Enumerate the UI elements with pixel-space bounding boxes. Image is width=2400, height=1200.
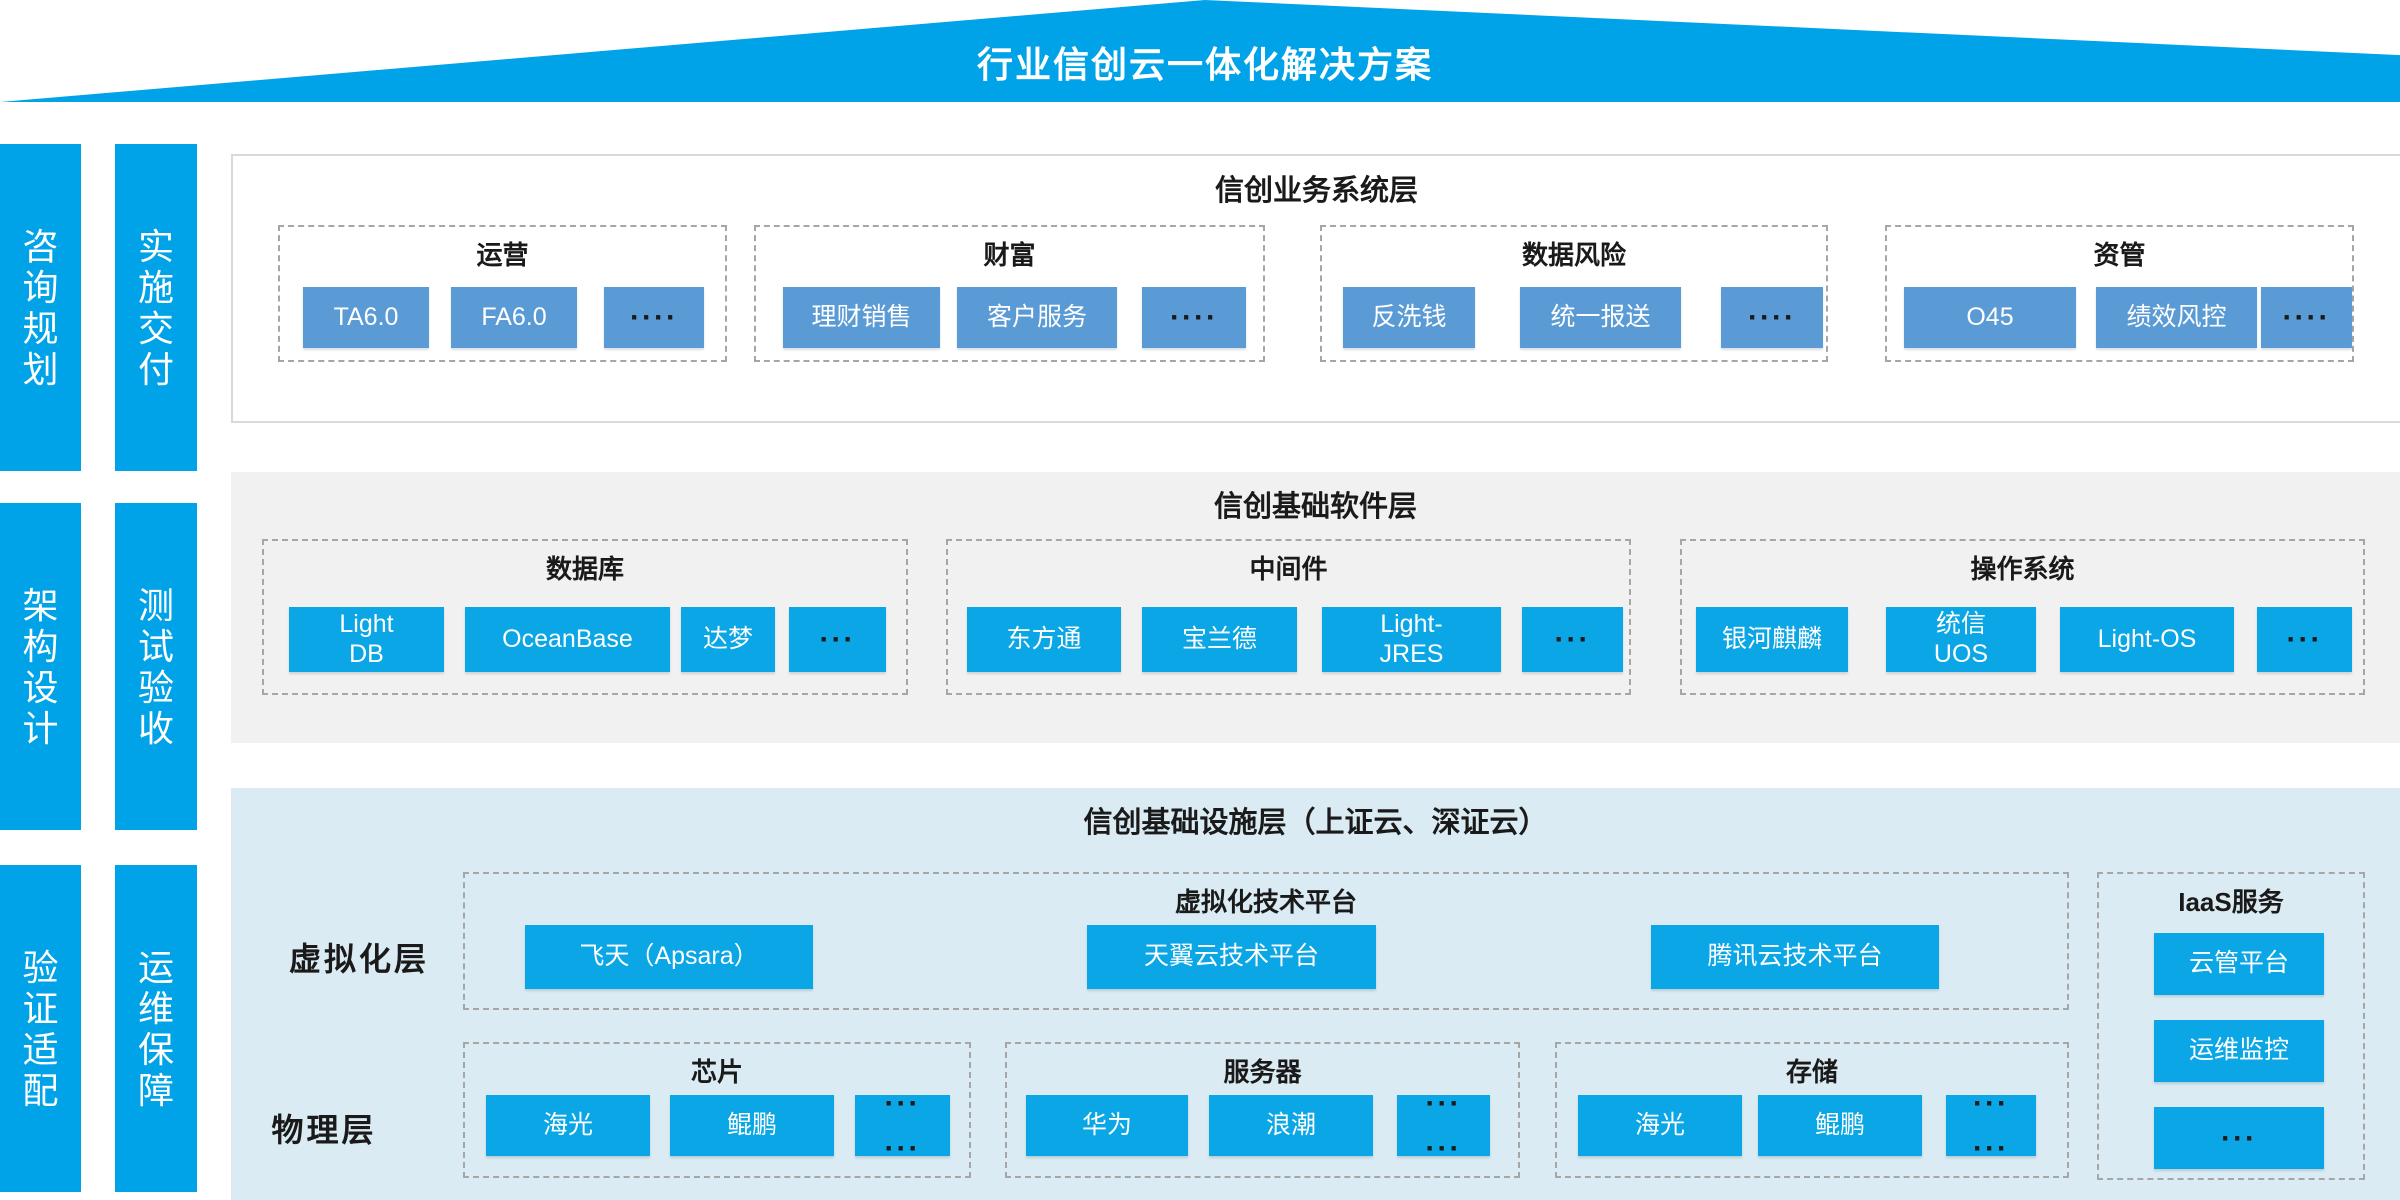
group-title: 服务器 xyxy=(1223,1057,1302,1087)
chip-anti-money-laundering: 反洗钱 xyxy=(1343,287,1475,348)
group-database: 数据库 Light DB OceanBase 达梦 ··· xyxy=(262,539,908,695)
panel-business-layer: 信创业务系统层 运营 TA6.0 FA6.0 ···· 财富 理财销售 客户服务… xyxy=(231,154,2400,423)
chip-more: ··· ··· xyxy=(1397,1087,1490,1165)
group-title: 操作系统 xyxy=(1970,554,2075,584)
group-title: 财富 xyxy=(983,240,1036,270)
group-title: 中间件 xyxy=(1249,554,1328,584)
software-layer-title: 信创基础软件层 xyxy=(1213,491,1417,523)
ribbon-label: 咨询规划 xyxy=(22,225,59,390)
chip-more: ··· xyxy=(1522,607,1623,672)
chip-tencent-cloud: 腾讯云技术平台 xyxy=(1651,925,1939,989)
panel-infrastructure-layer: 信创基础设施层（上证云、深证云） 虚拟化层 物理层 虚拟化技术平台 飞天（Aps… xyxy=(231,788,2400,1200)
chip-more: ···· xyxy=(2261,287,2352,348)
ribbon-label: 架构设计 xyxy=(22,584,59,749)
group-virtualization-platform: 虚拟化技术平台 飞天（Apsara） 天翼云技术平台 腾讯云技术平台 xyxy=(463,872,2069,1010)
ribbon-test-acceptance: 测试验收 xyxy=(115,503,197,830)
group-title: 资管 xyxy=(2093,240,2146,270)
group-wealth: 财富 理财销售 客户服务 ···· xyxy=(754,225,1265,362)
group-title: 虚拟化技术平台 xyxy=(1174,887,1357,917)
chip-lightdb: Light DB xyxy=(289,607,444,672)
group-chips: 芯片 海光 鲲鹏 ··· ··· xyxy=(463,1042,971,1178)
chip-light-jres: Light- JRES xyxy=(1322,607,1501,672)
chip-hygon: 海光 xyxy=(486,1095,650,1156)
chip-oceanbase: OceanBase xyxy=(465,607,670,672)
group-operations: 运营 TA6.0 FA6.0 ···· xyxy=(278,225,727,362)
chip-ops-monitoring: 运维监控 xyxy=(2154,1020,2324,1082)
chip-more: ···· xyxy=(1721,287,1823,348)
group-asset-management: 资管 O45 绩效风控 ···· xyxy=(1885,225,2354,362)
group-iaas-services: IaaS服务 云管平台 运维监控 ··· xyxy=(2097,872,2365,1180)
chip-huawei: 华为 xyxy=(1026,1095,1188,1156)
chip-hygon: 海光 xyxy=(1578,1095,1742,1156)
group-title: 运营 xyxy=(476,240,529,270)
chip-dameng: 达梦 xyxy=(681,607,775,672)
group-middleware: 中间件 东方通 宝兰德 Light- JRES ··· xyxy=(946,539,1631,695)
group-title: IaaS服务 xyxy=(2178,887,2284,917)
chip-light-os: Light-OS xyxy=(2060,607,2234,672)
chip-fa60: FA6.0 xyxy=(451,287,577,348)
group-title: 芯片 xyxy=(690,1057,743,1087)
chip-kunpeng: 鲲鹏 xyxy=(670,1095,834,1156)
ribbon-consulting-planning: 咨询规划 xyxy=(0,144,81,471)
group-title: 数据库 xyxy=(545,554,624,584)
chip-o45: O45 xyxy=(1904,287,2076,348)
chip-unified-reporting: 统一报送 xyxy=(1520,287,1681,348)
business-layer-title: 信创业务系统层 xyxy=(1214,175,1418,207)
ribbon-architecture-design: 架构设计 xyxy=(0,503,81,830)
physical-row-label: 物理层 xyxy=(271,1112,377,1148)
infrastructure-layer-title: 信创基础设施层（上证云、深证云） xyxy=(1083,807,1548,839)
chip-more: ··· xyxy=(2154,1107,2324,1169)
chip-performance-risk: 绩效风控 xyxy=(2096,287,2257,348)
chip-cloud-management: 云管平台 xyxy=(2154,933,2324,995)
chip-wealth-sales: 理财销售 xyxy=(783,287,940,348)
ribbon-label: 运维保障 xyxy=(138,946,175,1111)
chip-uos: 统信 UOS xyxy=(1886,607,2036,672)
chip-customer-service: 客户服务 xyxy=(957,287,1117,348)
chip-ta60: TA6.0 xyxy=(303,287,429,348)
ribbon-label: 验证适配 xyxy=(22,946,59,1111)
ribbon-validation-adaptation: 验证适配 xyxy=(0,865,81,1192)
chip-kunpeng: 鲲鹏 xyxy=(1758,1095,1922,1156)
chip-more: ··· xyxy=(789,607,886,672)
ribbon-ops-support: 运维保障 xyxy=(115,865,197,1192)
chip-more: ···· xyxy=(604,287,704,348)
panel-software-layer: 信创基础软件层 数据库 Light DB OceanBase 达梦 ··· 中间… xyxy=(231,472,2400,743)
chip-baolande: 宝兰德 xyxy=(1142,607,1297,672)
group-data-risk: 数据风险 反洗钱 统一报送 ···· xyxy=(1320,225,1828,362)
ribbon-implementation-delivery: 实施交付 xyxy=(115,144,197,471)
chip-more: ···· xyxy=(1142,287,1246,348)
chip-kylin: 银河麒麟 xyxy=(1696,607,1848,672)
banner-title: 行业信创云一体化解决方案 xyxy=(976,44,1434,85)
ribbon-label: 实施交付 xyxy=(138,225,175,390)
chip-more: ··· xyxy=(2257,607,2352,672)
ribbon-label: 测试验收 xyxy=(138,584,175,749)
chip-ctyun: 天翼云技术平台 xyxy=(1087,925,1376,989)
group-storage: 存储 海光 鲲鹏 ··· ··· xyxy=(1555,1042,2069,1178)
group-title: 数据风险 xyxy=(1521,240,1626,270)
group-title: 存储 xyxy=(1785,1057,1838,1087)
chip-tongtech: 东方通 xyxy=(967,607,1121,672)
virtualization-row-label: 虚拟化层 xyxy=(288,941,429,977)
group-operating-system: 操作系统 银河麒麟 统信 UOS Light-OS ··· xyxy=(1680,539,2365,695)
chip-more: ··· ··· xyxy=(855,1087,950,1165)
group-servers: 服务器 华为 浪潮 ··· ··· xyxy=(1005,1042,1520,1178)
chip-inspur: 浪潮 xyxy=(1209,1095,1373,1156)
chip-more: ··· ··· xyxy=(1946,1087,2036,1165)
chip-apsara: 飞天（Apsara） xyxy=(525,925,813,989)
